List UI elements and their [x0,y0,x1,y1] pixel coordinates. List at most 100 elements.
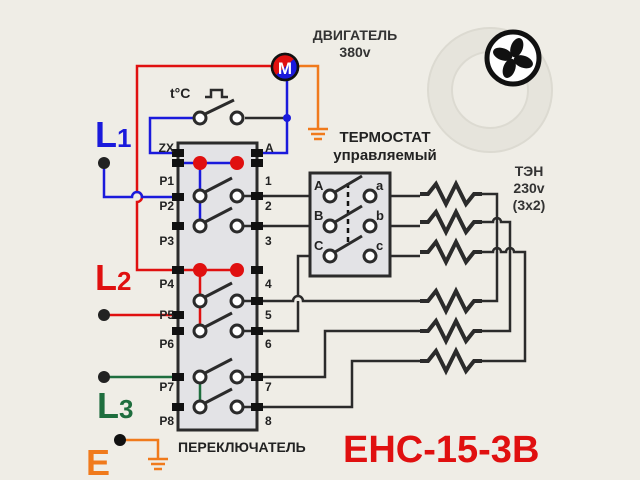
fan-icon [484,29,542,87]
left-terminal-label: P8 [159,414,174,428]
ground-icon [308,127,328,141]
wire-t6 [257,301,300,333]
heater-voltage: 230v [513,180,544,196]
right-terminal-label: 2 [265,199,272,213]
switch-contact [192,399,208,415]
right-terminal-pin [251,297,263,305]
left-terminal-label: P2 [159,199,174,213]
thermo-switch-label: t°C [170,85,190,101]
heater-resistor [420,237,482,267]
svg-text:M: M [278,59,292,78]
heater-resistor [420,207,482,237]
ground-icon [148,457,168,471]
right-terminal-pin [251,373,263,381]
bus-contact [193,156,207,170]
left-terminal-pin [172,311,184,319]
thermostat-title: ТЕРМОСТАТ [339,129,430,146]
thermostat-right-label: a [376,178,384,193]
motor-icon: M [270,52,300,82]
bus-contact [230,263,244,277]
wire-motor-a [257,80,289,155]
right-terminal-label: 5 [265,308,272,322]
heater-return-2 [482,216,512,333]
thermostat-contact [322,188,338,204]
switch-contact [192,369,208,385]
heater-config: (3x2) [513,197,546,213]
pulse-icon [205,88,228,99]
switch-blade [204,176,233,194]
wire-t5 [257,294,420,303]
phase-l2-label: L2 [95,257,131,298]
heater-resistor [420,316,482,346]
thermostat-blade [334,234,363,254]
wire-t7 [257,329,420,379]
left-terminal-pin [172,222,184,230]
thermostat-contact [362,248,378,264]
switch-blade [204,311,233,329]
wire-motor-earth [298,64,320,128]
switch-blade [204,387,233,405]
heater-resistor [420,179,482,209]
heater-resistor [420,286,482,316]
left-terminal-label: ZX [159,141,174,155]
phase-l1-label: L1 [95,114,131,155]
thermostat-left-label: A [314,178,324,193]
thermostat-left-label: B [314,208,323,223]
right-terminal-label: A [265,141,274,155]
phase-l3-label: L3 [97,385,133,426]
right-terminal-label: 7 [265,380,272,394]
thermostat-contact [362,218,378,234]
model-name: ЕНС-15-3В [343,429,539,471]
thermostat-blade [334,174,363,194]
switch-blade [204,281,233,299]
wire-l1-input [102,165,178,199]
switch-contact [192,293,208,309]
right-terminal-pin [251,266,263,274]
switch-contact [229,369,245,385]
heater-return-3 [482,246,527,363]
left-terminal-pin [172,159,184,167]
thermostat-left-label: C [314,238,324,253]
bus-contact [230,156,244,170]
wire-earth [120,438,160,458]
right-terminal-pin [251,192,263,200]
l1-terminal [98,157,110,169]
earth-terminal [114,434,126,446]
right-terminal-pin [251,149,263,157]
left-terminal-label: P7 [159,380,174,394]
thermostat-right-label: c [376,238,383,253]
right-terminal-label: 8 [265,414,272,428]
right-terminal-pin [251,159,263,167]
left-terminal-label: P5 [159,308,174,322]
left-terminal-pin [172,373,184,381]
switch-contact [229,188,245,204]
thermostat-right-label: b [376,208,384,223]
switch-contact [229,218,245,234]
switch-contact [229,323,245,339]
earth-label: E [86,442,110,480]
switch-blade [204,206,233,224]
left-terminal-pin [172,149,184,157]
thermal-switch [192,88,245,126]
left-terminal-label: P4 [159,277,174,291]
thermostat-contact [322,218,338,234]
left-terminal-label: P3 [159,234,174,248]
left-terminal-pin [172,403,184,411]
left-terminal-label: P6 [159,337,174,351]
junction [283,114,291,122]
left-terminal-label: P1 [159,174,174,188]
thermostat-contact [362,188,378,204]
wire-l1-thermo-loop [148,116,192,155]
left-terminal-pin [172,193,184,201]
motor-title: ДВИГАТЕЛЬ [313,27,397,43]
thermostat-blade [334,204,363,224]
l2-terminal [98,309,110,321]
right-terminal-label: 4 [265,277,272,291]
switch-contact [192,218,208,234]
wire-t8 [257,359,420,409]
switch-contact [229,293,245,309]
right-terminal-label: 6 [265,337,272,351]
thermostat-contact [322,248,338,264]
switch-blade [204,357,233,375]
